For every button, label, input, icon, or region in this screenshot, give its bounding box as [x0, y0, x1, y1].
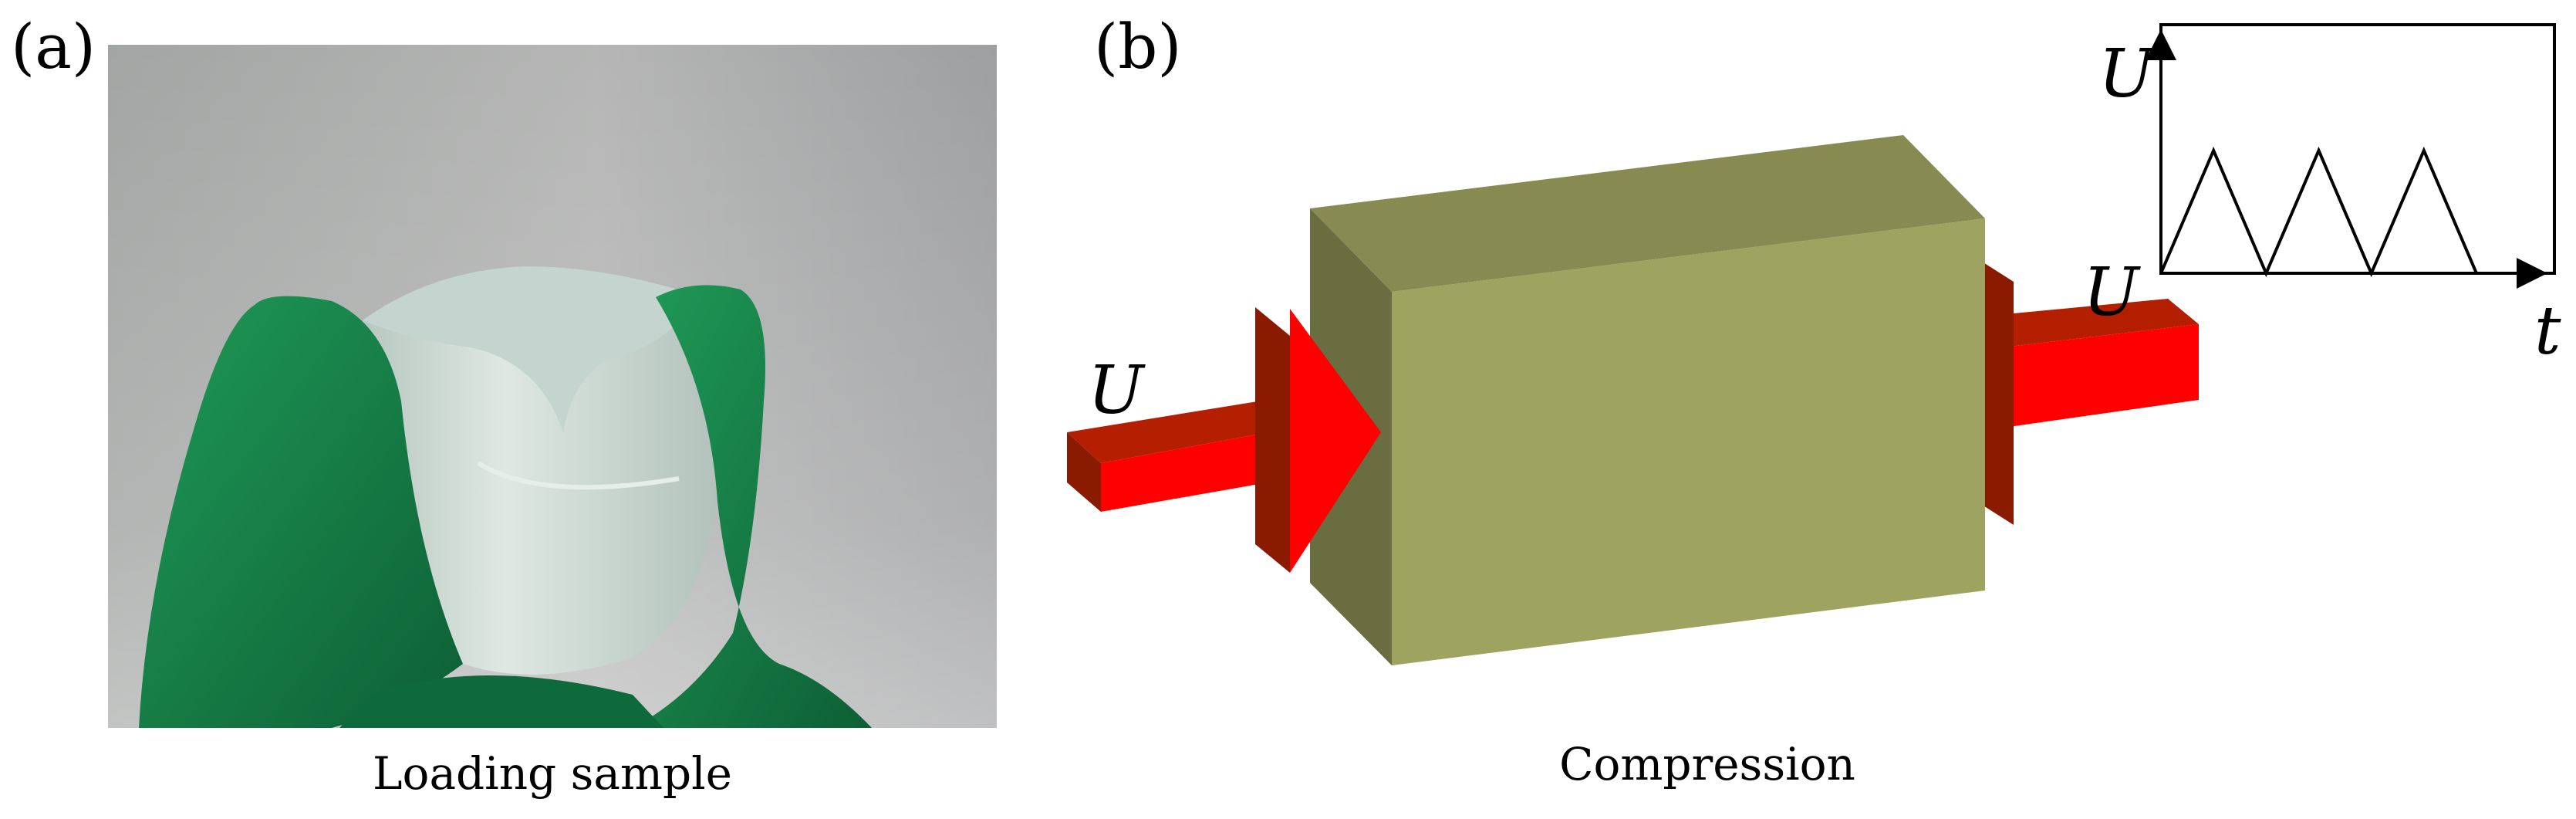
panel-a-label: (a)	[11, 11, 96, 83]
block-top-face	[1310, 135, 1985, 292]
right-arrow-label: U	[2083, 254, 2141, 331]
left-arrow-top-face	[1067, 401, 1290, 463]
left-arrow-head-face	[1290, 309, 1381, 573]
left-arrow-head-side	[1255, 307, 1290, 573]
glove-palm	[339, 675, 663, 728]
compression-block	[1310, 135, 1985, 665]
right-glove-finger	[633, 285, 872, 728]
inset-y-axis-label: U	[2098, 36, 2156, 113]
left-arrow-tail-side	[1067, 432, 1101, 512]
hydrogel-highlight	[477, 461, 680, 490]
left-glove-finger	[139, 296, 463, 729]
panel-b-label: (b)	[1094, 11, 1182, 83]
right-arrow-front-face	[1971, 324, 2199, 432]
left-arrow-label: U	[1088, 352, 1146, 429]
loading-history-inset	[2146, 23, 2556, 289]
panel-a-caption: Loading sample	[373, 747, 732, 800]
hydrogel-top-face	[363, 266, 702, 432]
inset-frame	[2159, 23, 2556, 275]
block-front-face	[1392, 218, 1985, 665]
inset-x-axis-label: t	[2534, 293, 2561, 370]
inset-triangle-wave	[2159, 146, 2478, 278]
sample-photo	[108, 45, 997, 729]
panel-b-caption: Compression	[1559, 738, 1855, 790]
left-compression-arrow	[1067, 307, 1381, 573]
left-arrow-shaft-face	[1101, 428, 1290, 512]
hydrogel-sample	[363, 280, 717, 675]
